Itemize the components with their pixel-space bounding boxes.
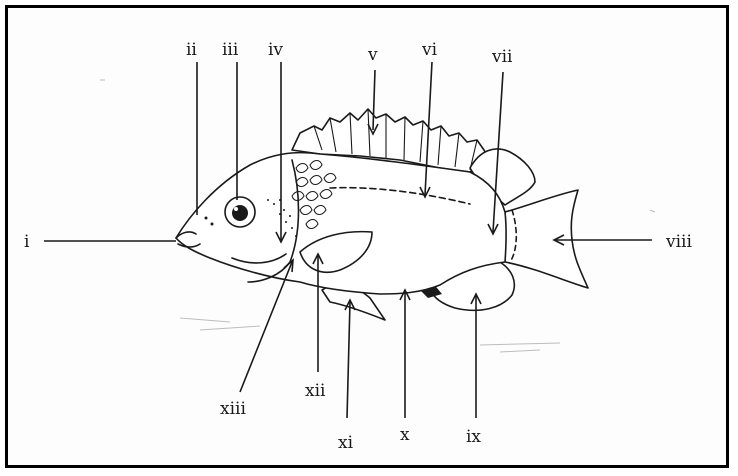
label-viii: viii <box>665 232 692 252</box>
pupil-glint <box>234 207 238 211</box>
label-v: v <box>367 45 378 65</box>
label-i: i <box>24 232 30 252</box>
label-ix: ix <box>466 427 481 447</box>
label-iv: iv <box>268 40 283 60</box>
label-xi: xi <box>338 433 354 453</box>
label-ii: ii <box>186 40 197 60</box>
caudal-fin <box>505 190 588 288</box>
label-x: x <box>400 425 410 445</box>
label-iii: iii <box>222 40 239 60</box>
label-xii: xii <box>305 381 326 401</box>
fish-body <box>176 153 506 294</box>
label-vii: vii <box>491 47 513 67</box>
label-vi: vi <box>421 40 438 60</box>
pupil <box>232 205 248 221</box>
label-xiii: xiii <box>220 399 246 419</box>
